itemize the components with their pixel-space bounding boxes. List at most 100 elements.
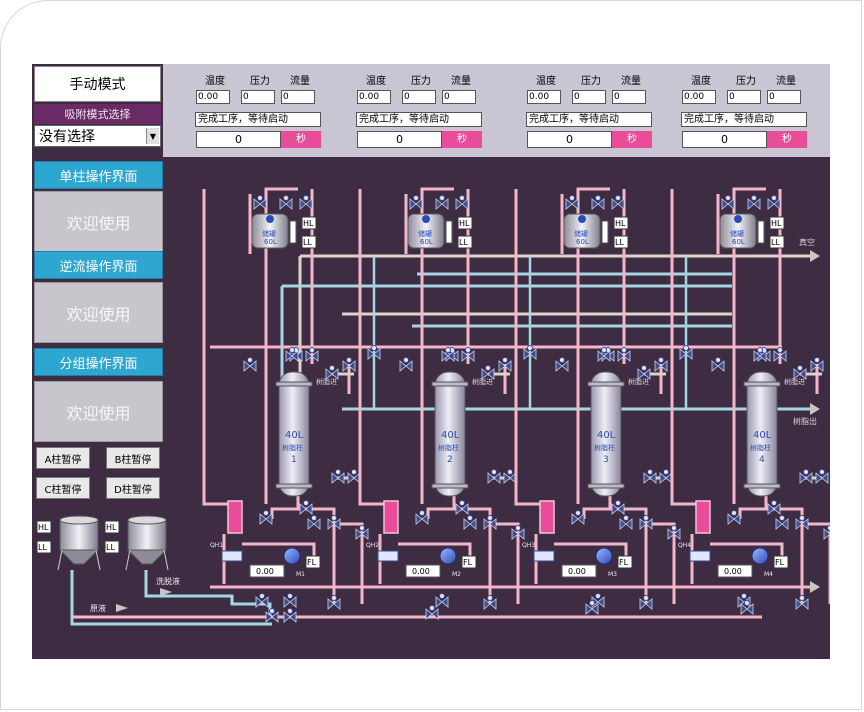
column-d-pause-button[interactable]: D柱暂停 (106, 477, 160, 499)
valve-icon[interactable] (591, 195, 605, 210)
valve-icon[interactable] (611, 500, 625, 515)
valve-icon[interactable] (643, 469, 657, 484)
valve-icon[interactable] (481, 365, 495, 380)
valve-icon[interactable] (815, 469, 829, 484)
valve-icon[interactable] (409, 195, 423, 210)
valve-icon[interactable] (795, 515, 809, 530)
valve-icon[interactable] (639, 595, 653, 610)
temp-field[interactable]: 0.00 (196, 90, 230, 104)
valve-icon[interactable] (299, 195, 313, 210)
valve-icon[interactable] (799, 469, 813, 484)
mode-select-dropdown[interactable]: 没有选择 ▼ (34, 125, 161, 147)
column-a-pause-button[interactable]: A柱暂停 (36, 447, 90, 469)
valve-icon[interactable] (667, 525, 681, 540)
valve-icon[interactable] (415, 510, 429, 525)
valve-icon[interactable] (659, 469, 673, 484)
valve-icon[interactable] (283, 608, 297, 623)
flow-field[interactable]: 0 (612, 90, 646, 104)
valve-icon[interactable] (441, 347, 455, 362)
timer-field[interactable]: 0 (527, 131, 612, 148)
pump-icon[interactable] (283, 547, 301, 565)
valve-icon[interactable] (255, 593, 269, 608)
chevron-down-icon[interactable]: ▼ (146, 128, 159, 144)
valve-icon[interactable] (435, 195, 449, 210)
valve-icon[interactable] (461, 347, 475, 362)
pressure-field[interactable]: 0 (241, 90, 275, 104)
valve-icon[interactable] (571, 510, 585, 525)
valve-icon[interactable] (747, 195, 761, 210)
valve-icon[interactable] (619, 515, 633, 530)
valve-icon[interactable] (727, 510, 741, 525)
valve-icon[interactable] (243, 357, 257, 372)
valve-icon[interactable] (483, 595, 497, 610)
flow-field[interactable]: 0 (767, 90, 801, 104)
valve-icon[interactable] (611, 195, 625, 210)
valve-icon[interactable] (740, 600, 754, 615)
valve-icon[interactable] (637, 365, 651, 380)
valve-icon[interactable] (654, 357, 668, 372)
valve-icon[interactable] (327, 515, 341, 530)
pressure-field[interactable]: 0 (572, 90, 606, 104)
valve-icon[interactable] (721, 195, 735, 210)
valve-icon[interactable] (775, 515, 789, 530)
valve-icon[interactable] (455, 500, 469, 515)
temp-field[interactable]: 0.00 (682, 90, 716, 104)
pump-icon[interactable] (439, 547, 457, 565)
valve-icon[interactable] (773, 347, 787, 362)
valve-icon[interactable] (463, 515, 477, 530)
valve-icon[interactable] (503, 469, 517, 484)
valve-icon[interactable] (795, 595, 809, 610)
valve-icon[interactable] (597, 347, 611, 362)
valve-icon[interactable] (679, 345, 693, 360)
valve-icon[interactable] (498, 357, 512, 372)
valve-icon[interactable] (585, 600, 599, 615)
valve-icon[interactable] (555, 357, 569, 372)
valve-icon[interactable] (455, 195, 469, 210)
valve-icon[interactable] (767, 500, 781, 515)
group-ui-button[interactable]: 分组操作界面 (34, 348, 163, 376)
pump-icon[interactable] (751, 547, 769, 565)
valve-icon[interactable] (305, 347, 319, 362)
flow-field[interactable]: 0 (442, 90, 476, 104)
valve-icon[interactable] (342, 357, 356, 372)
valve-icon[interactable] (399, 357, 413, 372)
valve-icon[interactable] (253, 195, 267, 210)
valve-icon[interactable] (823, 525, 830, 540)
valve-icon[interactable] (331, 469, 345, 484)
valve-icon[interactable] (325, 365, 339, 380)
valve-icon[interactable] (299, 500, 313, 515)
valve-icon[interactable] (347, 469, 361, 484)
valve-icon[interactable] (435, 593, 449, 608)
valve-icon[interactable] (307, 515, 321, 530)
valve-icon[interactable] (259, 510, 273, 525)
column-c-pause-button[interactable]: C柱暂停 (36, 477, 90, 499)
valve-icon[interactable] (279, 195, 293, 210)
valve-icon[interactable] (565, 195, 579, 210)
countercurrent-ui-button[interactable]: 逆流操作界面 (34, 251, 163, 279)
valve-icon[interactable] (711, 357, 725, 372)
timer-field[interactable]: 0 (196, 131, 281, 148)
flow-field[interactable]: 0 (281, 90, 315, 104)
valve-icon[interactable] (757, 347, 771, 362)
valve-icon[interactable] (355, 525, 369, 540)
valve-icon[interactable] (265, 608, 279, 623)
valve-icon[interactable] (617, 347, 631, 362)
valve-icon[interactable] (810, 357, 824, 372)
temp-field[interactable]: 0.00 (357, 90, 391, 104)
valve-icon[interactable] (793, 365, 807, 380)
valve-icon[interactable] (639, 515, 653, 530)
valve-icon[interactable] (285, 347, 299, 362)
pressure-field[interactable]: 0 (402, 90, 436, 104)
valve-icon[interactable] (523, 345, 537, 360)
temp-field[interactable]: 0.00 (527, 90, 561, 104)
valve-icon[interactable] (483, 515, 497, 530)
valve-icon[interactable] (425, 605, 439, 620)
valve-icon[interactable] (767, 195, 781, 210)
valve-icon[interactable] (327, 595, 341, 610)
valve-icon[interactable] (753, 347, 767, 362)
column-b-pause-button[interactable]: B柱暂停 (106, 447, 160, 469)
pressure-field[interactable]: 0 (727, 90, 761, 104)
valve-icon[interactable] (487, 469, 501, 484)
single-column-ui-button[interactable]: 单柱操作界面 (34, 161, 163, 189)
timer-field[interactable]: 0 (357, 131, 442, 148)
